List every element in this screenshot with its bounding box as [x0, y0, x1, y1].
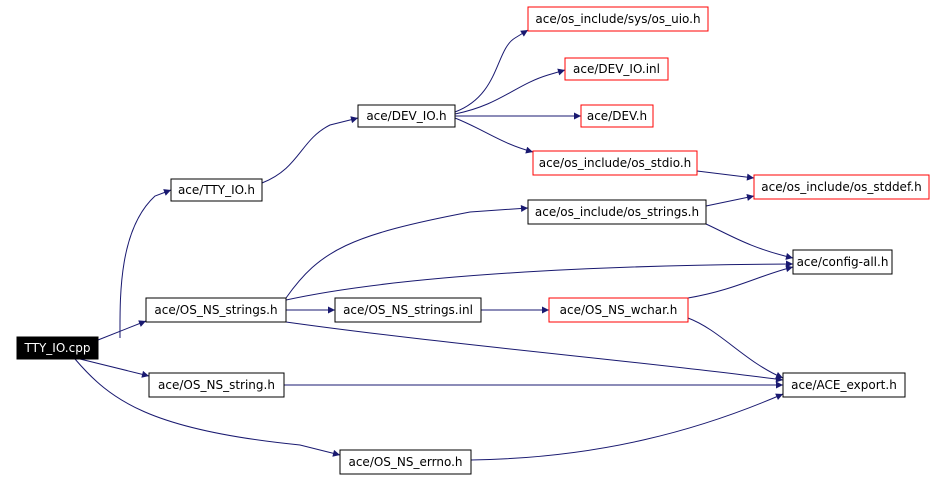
node-label: ace/os_include/sys/os_uio.h: [535, 12, 700, 26]
node-box[interactable]: [334, 297, 482, 323]
node-dev-h[interactable]: ace/DEV.h: [580, 104, 654, 128]
edge-dev_io_h-to-os_stdio_h: [454, 117, 534, 154]
node-os-ns-strings-h[interactable]: ace/OS_NS_strings.h: [145, 297, 287, 323]
edge-line: [261, 116, 359, 184]
edge-line: [705, 194, 755, 207]
edge-line: [285, 321, 784, 383]
node-box[interactable]: [564, 57, 669, 81]
node-os-ns-errno-h[interactable]: ace/OS_NS_errno.h: [339, 449, 472, 475]
edge-tty_io_cpp-to-os_ns_errno_h: [74, 358, 341, 457]
edge-os_ns_strings_h-to-ace_export_h: [285, 321, 784, 383]
node-label: ace/OS_NS_strings.inl: [343, 303, 473, 317]
edge-line: [119, 189, 172, 339]
edge-os_ns_strings_h-to-os_strings_h: [285, 204, 529, 299]
edge-os_ns_errno_h-to-ace_export_h: [470, 393, 784, 461]
node-box[interactable]: [527, 199, 707, 225]
edge-line: [696, 170, 755, 181]
node-tty-io-cpp[interactable]: TTY_IO.cpp: [16, 336, 99, 360]
node-config-all-h[interactable]: ace/config-all.h: [792, 249, 893, 275]
node-dev-io-inl[interactable]: ace/DEV_IO.inl: [564, 57, 669, 81]
node-label: ace/os_include/os_stdio.h: [539, 156, 692, 170]
edge-os_stdio_h-to-os_stddef_h: [696, 170, 755, 181]
node-label: ace/os_include/os_strings.h: [535, 205, 699, 219]
node-os-ns-wchar-h[interactable]: ace/OS_NS_wchar.h: [548, 297, 689, 323]
node-box[interactable]: [532, 150, 698, 176]
edge-tty_io_cpp-to-tty_io_h: [119, 189, 172, 339]
node-os-ns-strings-inl[interactable]: ace/OS_NS_strings.inl: [334, 297, 482, 323]
edge-os_strings_h-to-os_stddef_h: [705, 194, 755, 207]
edge-os_ns_strings_h-to-config_all_h: [285, 260, 794, 301]
node-label: ace/ACE_export.h: [791, 378, 897, 392]
node-box[interactable]: [548, 297, 689, 323]
node-label: ace/OS_NS_wchar.h: [560, 303, 678, 317]
node-label: TTY_IO.cpp: [24, 341, 91, 355]
node-ace-export-h[interactable]: ace/ACE_export.h: [782, 372, 906, 398]
node-os-stdio-h[interactable]: ace/os_include/os_stdio.h: [532, 150, 698, 176]
edge-line: [454, 29, 529, 113]
node-label: ace/OS_NS_strings.h: [154, 303, 277, 317]
node-box[interactable]: [580, 104, 654, 128]
edge-os_strings_h-to-config_all_h: [705, 223, 794, 260]
edge-line: [74, 358, 341, 457]
edge-line: [687, 265, 794, 299]
node-label: ace/DEV_IO.inl: [573, 62, 660, 76]
node-box[interactable]: [357, 104, 456, 128]
edge-line: [454, 68, 566, 115]
node-os-ns-string-h[interactable]: ace/OS_NS_string.h: [148, 372, 285, 398]
edge-line: [705, 223, 794, 260]
edge-tty_io_h-to-dev_io_h: [261, 116, 359, 184]
edge-line: [79, 358, 150, 378]
node-os-strings-h[interactable]: ace/os_include/os_strings.h: [527, 199, 707, 225]
node-box[interactable]: [170, 178, 263, 202]
node-box[interactable]: [339, 449, 472, 475]
node-box[interactable]: [792, 249, 893, 275]
edges: [74, 29, 794, 461]
node-label: ace/TTY_IO.h: [178, 183, 255, 197]
node-box[interactable]: [753, 174, 930, 200]
edge-line: [97, 320, 147, 341]
node-box[interactable]: [527, 6, 709, 32]
edge-line: [285, 260, 794, 301]
edge-os_ns_wchar_h-to-config_all_h: [687, 265, 794, 299]
node-os-uio-h[interactable]: ace/os_include/sys/os_uio.h: [527, 6, 709, 32]
node-box[interactable]: [16, 336, 99, 360]
node-label: ace/DEV_IO.h: [366, 109, 446, 123]
node-dev-io-h[interactable]: ace/DEV_IO.h: [357, 104, 456, 128]
edge-line: [454, 117, 534, 154]
node-tty-io-h[interactable]: ace/TTY_IO.h: [170, 178, 263, 202]
edge-dev_io_h-to-dev_io_inl: [454, 68, 566, 115]
edge-line: [687, 317, 784, 379]
edge-line: [470, 393, 784, 461]
node-box[interactable]: [145, 297, 287, 323]
nodes: TTY_IO.cpp ace/TTY_IO.h ace/DEV_IO.h ace/os…: [16, 6, 930, 475]
edge-tty_io_cpp-to-os_ns_string_h: [79, 358, 150, 378]
node-label: ace/config-all.h: [797, 255, 889, 269]
node-box[interactable]: [148, 372, 285, 398]
node-label: ace/OS_NS_errno.h: [348, 455, 462, 469]
node-label: ace/OS_NS_string.h: [158, 378, 275, 392]
edge-os_ns_wchar_h-to-ace_export_h: [687, 317, 784, 379]
edge-line: [285, 204, 529, 299]
node-label: ace/os_include/os_stddef.h: [761, 180, 921, 194]
edge-tty_io_cpp-to-os_ns_strings_h: [97, 320, 147, 341]
node-os-stddef-h[interactable]: ace/os_include/os_stddef.h: [753, 174, 930, 200]
edge-dev_io_h-to-os_uio_h: [454, 29, 529, 113]
node-label: ace/DEV.h: [587, 109, 647, 123]
node-box[interactable]: [782, 372, 906, 398]
